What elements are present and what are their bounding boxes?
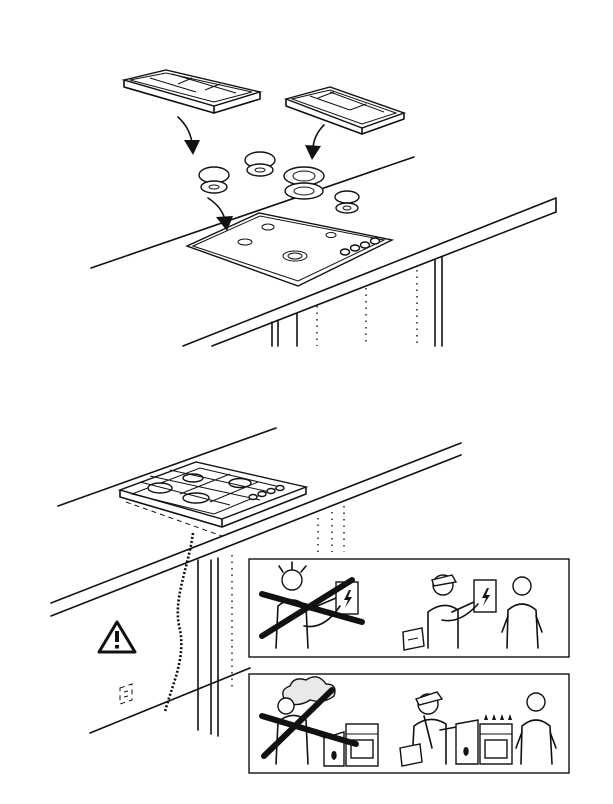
customer-figure — [501, 576, 543, 649]
pan-support-right — [283, 86, 407, 135]
qualified-electrician-figure — [402, 574, 497, 651]
worktop-top — [90, 156, 557, 347]
hob-installation-illustration — [50, 427, 570, 774]
prohibited-cross-icon-2 — [259, 687, 359, 759]
warning-triangle-icon — [97, 620, 137, 654]
gas-customer-figure — [515, 692, 557, 765]
hob-plate — [185, 212, 395, 287]
installed-hob — [117, 461, 309, 537]
burner-cap-large — [283, 166, 325, 200]
pan-support-left — [121, 69, 263, 114]
qualified-gas-engineer-figure — [399, 691, 513, 767]
arrow-icon-2 — [305, 124, 325, 160]
burner-cap-small-1 — [198, 166, 230, 194]
burner-cap-aux — [334, 190, 360, 214]
arrow-icon-1 — [177, 116, 200, 155]
burner-cap-small-2 — [244, 151, 276, 177]
electrical-warning-panel — [248, 558, 570, 658]
electrical-socket-icon — [119, 683, 133, 705]
hob-assembly-illustration — [90, 69, 557, 347]
prohibited-cross-icon — [259, 577, 365, 639]
arrow-icon-3 — [207, 197, 233, 231]
gas-warning-panel — [248, 673, 570, 774]
power-cable — [163, 532, 195, 713]
